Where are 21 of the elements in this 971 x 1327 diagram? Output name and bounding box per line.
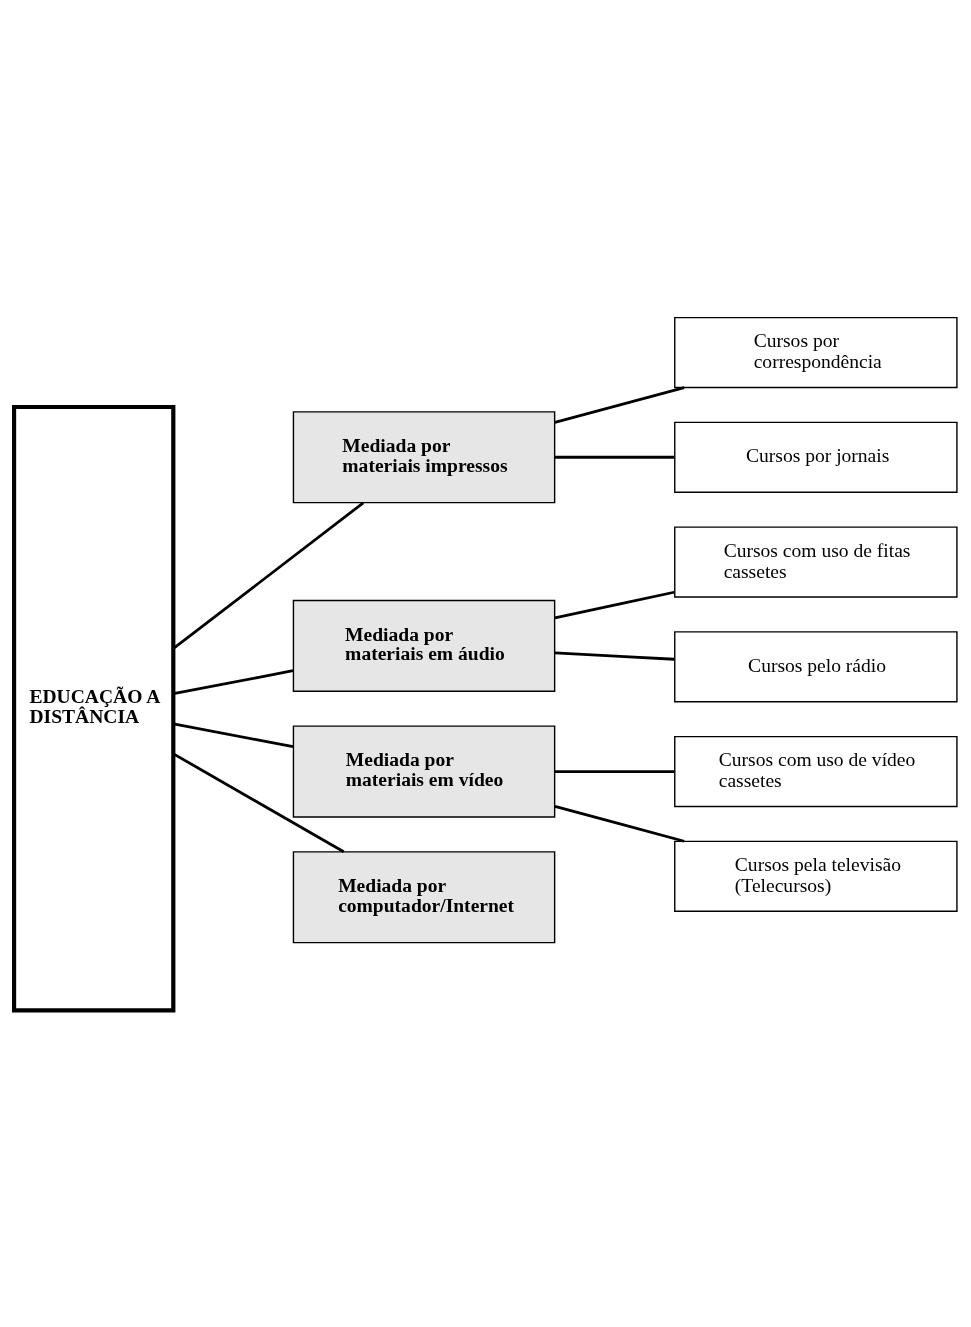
node-box: Cursos por jornais <box>674 421 958 493</box>
connector <box>554 385 685 424</box>
connector <box>555 769 675 773</box>
connector <box>554 590 675 619</box>
connector <box>554 804 685 843</box>
connector <box>173 721 294 748</box>
node-box: Mediada por materiais em áudio <box>292 599 556 692</box>
connector <box>172 501 365 650</box>
node-box: Cursos com uso de vídeo cassetes <box>674 735 958 807</box>
node-box: Mediada por materiais impressos <box>292 410 556 503</box>
node-box: Cursos com uso de fitas cassetes <box>674 525 958 598</box>
connector <box>555 455 675 459</box>
connector <box>173 668 294 695</box>
node-box: Cursos pelo rádio <box>674 630 958 702</box>
connector <box>172 752 345 853</box>
connector <box>554 650 675 661</box>
node-box: Mediada por materiais em vídeo <box>292 724 556 818</box>
node-box: Cursos por correspondência <box>674 316 958 388</box>
node-box: EDUCAÇÃO A DISTÂNCIA <box>11 404 176 1012</box>
node-box: Cursos pela televisão (Telecursos) <box>674 840 958 912</box>
node-box: Mediada por computador/Internet <box>292 850 556 943</box>
